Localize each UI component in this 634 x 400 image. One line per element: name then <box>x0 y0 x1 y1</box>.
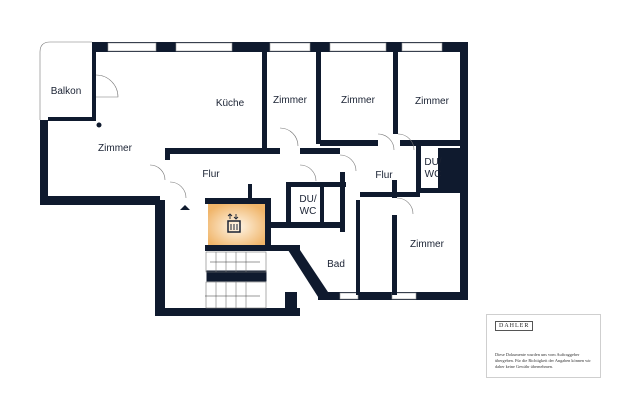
room-kueche: Küche <box>216 98 245 109</box>
up-arrow-icon <box>180 205 190 210</box>
room-duwc-right-2: WC <box>425 169 442 180</box>
stairs <box>180 205 267 309</box>
room-duwc-right: DU/ <box>424 157 441 168</box>
room-flur-left: Flur <box>202 169 220 180</box>
dahler-logo: DAHLER <box>495 321 534 331</box>
elevator <box>208 204 265 245</box>
room-bad: Bad <box>327 259 345 270</box>
room-zimmer-1: Zimmer <box>273 95 308 106</box>
room-duwc-mid: DU/ <box>299 194 316 205</box>
room-zimmer-bottom-right: Zimmer <box>410 239 445 250</box>
elevator-icon <box>227 213 241 233</box>
walls <box>39 41 468 316</box>
disclaimer-text: Diese Dokumente wurden uns vom Auftragge… <box>495 352 591 369</box>
doors <box>95 74 415 215</box>
room-labels: Balkon Küche Zimmer Zimmer Zimmer Zimmer… <box>51 86 450 270</box>
room-zimmer-left: Zimmer <box>98 143 133 154</box>
room-zimmer-2: Zimmer <box>341 95 376 106</box>
room-duwc-mid-2: WC <box>300 206 317 217</box>
room-flur-right: Flur <box>375 170 393 181</box>
room-zimmer-3: Zimmer <box>415 96 450 107</box>
disclaimer-box: DAHLER Diese Dokumente wurden uns vom Au… <box>486 314 601 378</box>
room-balkon: Balkon <box>51 86 82 97</box>
